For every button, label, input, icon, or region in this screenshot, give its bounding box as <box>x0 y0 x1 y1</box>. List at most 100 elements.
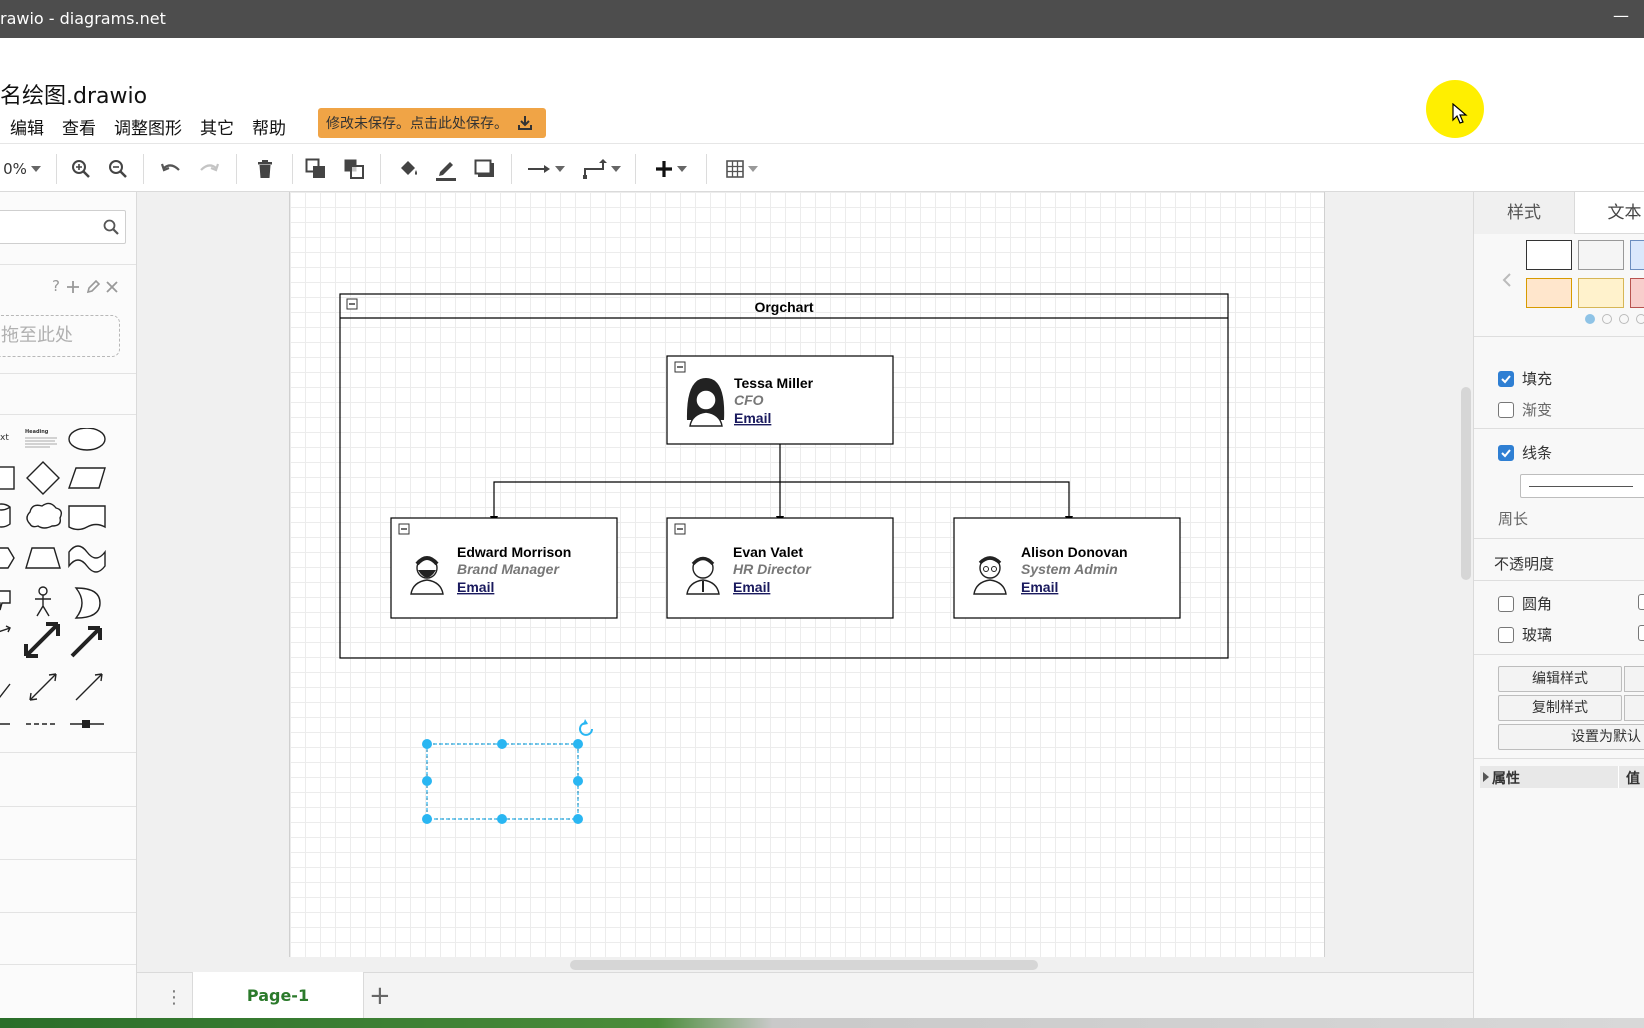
fill-checkbox[interactable] <box>1498 370 1514 387</box>
table-dropdown[interactable] <box>722 156 762 182</box>
shape-text[interactable]: xt <box>0 433 9 443</box>
style-swatch-blue[interactable] <box>1630 240 1644 270</box>
person-email-link[interactable]: Email <box>733 579 770 595</box>
shape-hexagon[interactable] <box>0 547 15 569</box>
shape-bidirectional-arrow[interactable] <box>24 622 60 658</box>
help-icon[interactable]: ? <box>52 277 60 295</box>
undo-button[interactable] <box>158 156 184 182</box>
shape-or[interactable] <box>74 587 101 619</box>
pages-menu-icon[interactable]: ⋮ <box>165 987 183 1008</box>
person-email-link[interactable]: Email <box>457 579 494 595</box>
style-swatch-white[interactable] <box>1526 240 1572 270</box>
line-color-button[interactable] <box>433 156 459 182</box>
gradient-option[interactable]: 渐变 <box>1498 399 1552 420</box>
tab-text[interactable]: 文本 <box>1574 192 1644 234</box>
properties-header[interactable]: 属性 值 <box>1480 766 1644 788</box>
fill-option[interactable]: 填充 <box>1498 368 1552 389</box>
collapse-icon[interactable] <box>674 361 686 373</box>
style-swatch-orange[interactable] <box>1526 278 1572 308</box>
delete-button[interactable] <box>252 156 278 182</box>
scratchpad-drop-zone[interactable]: 拖至此处 <box>0 315 120 357</box>
person-card-alison[interactable]: Alison Donovan System Admin Email <box>953 517 1181 619</box>
minimize-button[interactable]: — <box>1613 6 1629 25</box>
org-connectors[interactable] <box>493 444 1070 516</box>
menu-edit[interactable]: 编辑 <box>10 118 44 139</box>
close-icon[interactable] <box>106 281 118 293</box>
glass-checkbox[interactable] <box>1498 626 1514 643</box>
redo-button[interactable] <box>196 156 222 182</box>
menu-arrange[interactable]: 调整图形 <box>114 118 182 139</box>
perimeter-option[interactable]: 周长 <box>1498 508 1528 529</box>
shadow-checkbox[interactable] <box>1638 625 1644 641</box>
shape-callout[interactable] <box>0 590 11 611</box>
shape-arrow-line[interactable] <box>0 625 11 633</box>
set-as-default-button[interactable]: 设置为默认 <box>1498 724 1644 750</box>
zoom-out-button[interactable] <box>105 156 131 182</box>
orgchart-container[interactable]: Orgchart <box>339 293 1229 659</box>
horizontal-scrollbar[interactable] <box>570 960 1038 970</box>
person-card-tessa[interactable]: Tessa Miller CFO Email <box>666 355 894 445</box>
add-icon[interactable] <box>66 280 80 294</box>
diagram-canvas[interactable]: Orgchart <box>137 192 1473 972</box>
sketch-checkbox[interactable] <box>1638 594 1644 610</box>
person-email-link[interactable]: Email <box>734 410 771 426</box>
rounded-checkbox[interactable] <box>1498 595 1514 612</box>
connection-style-dropdown[interactable] <box>525 156 567 182</box>
zoom-dropdown[interactable]: 0% <box>0 156 44 182</box>
tab-page-1[interactable]: Page-1 <box>192 972 364 1021</box>
to-back-button[interactable] <box>341 156 367 182</box>
edit-style-secondary-button[interactable] <box>1624 666 1644 692</box>
add-page-button[interactable]: + <box>369 981 391 1011</box>
shape-document[interactable] <box>68 505 106 531</box>
shadow-button[interactable] <box>472 156 498 182</box>
style-swatch-gray[interactable] <box>1578 240 1624 270</box>
shape-line[interactable] <box>0 683 11 702</box>
shape-entity-link[interactable] <box>70 720 104 728</box>
person-email-link[interactable]: Email <box>1021 579 1058 595</box>
selected-rectangle[interactable] <box>426 743 579 820</box>
vertical-scrollbar[interactable] <box>1461 387 1471 580</box>
tab-style[interactable]: 样式 <box>1474 192 1574 234</box>
shape-cylinder[interactable] <box>0 503 11 528</box>
shape-cloud[interactable] <box>26 502 63 529</box>
swatch-page-dot[interactable] <box>1602 314 1612 324</box>
collapse-icon[interactable] <box>346 298 358 310</box>
copy-style-button[interactable]: 复制样式 <box>1498 695 1622 721</box>
paste-style-button[interactable] <box>1624 695 1644 721</box>
shape-tape[interactable] <box>68 545 106 573</box>
edit-icon[interactable] <box>86 280 100 294</box>
shape-textbox[interactable]: Heading <box>25 429 57 448</box>
edit-style-button[interactable]: 编辑样式 <box>1498 666 1622 692</box>
swatch-page-dot-active[interactable] <box>1585 314 1595 324</box>
menu-view[interactable]: 查看 <box>62 118 96 139</box>
rounded-option[interactable]: 圆角 <box>1498 593 1552 614</box>
shape-directional-connector[interactable] <box>75 673 103 701</box>
diagram-page[interactable]: Orgchart <box>289 192 1325 957</box>
waypoints-dropdown[interactable] <box>581 156 623 182</box>
shape-search-input[interactable] <box>0 210 126 244</box>
opacity-option[interactable]: 不透明度 <box>1494 553 1554 574</box>
collapse-icon[interactable] <box>674 523 686 535</box>
document-title[interactable]: 名绘图.drawio <box>0 84 148 109</box>
gradient-checkbox[interactable] <box>1498 401 1514 418</box>
unsaved-changes-banner[interactable]: 修改未保存。点击此处保存。 <box>318 108 546 138</box>
zoom-in-button[interactable] <box>68 156 94 182</box>
menu-extras[interactable]: 其它 <box>200 118 234 139</box>
menu-help[interactable]: 帮助 <box>252 118 286 139</box>
shape-ellipse[interactable] <box>68 428 106 451</box>
shape-square[interactable] <box>0 466 15 490</box>
to-front-button[interactable] <box>303 156 329 182</box>
style-swatch-yellow[interactable] <box>1578 278 1624 308</box>
selection-handles[interactable] <box>422 739 583 824</box>
line-option[interactable]: 线条 <box>1498 442 1552 463</box>
line-checkbox[interactable] <box>1498 444 1514 461</box>
style-swatch-red[interactable] <box>1630 278 1644 308</box>
shape-actor[interactable] <box>35 586 51 617</box>
shape-bidirectional-connector[interactable] <box>29 673 57 701</box>
collapse-icon[interactable] <box>398 523 410 535</box>
insert-dropdown[interactable] <box>650 156 692 182</box>
rotate-handle-icon[interactable] <box>579 719 593 736</box>
person-card-edward[interactable]: Edward Morrison Brand Manager Email <box>390 517 618 619</box>
shape-big-arrow[interactable] <box>70 626 102 658</box>
chevron-left-icon[interactable] <box>1502 272 1512 288</box>
